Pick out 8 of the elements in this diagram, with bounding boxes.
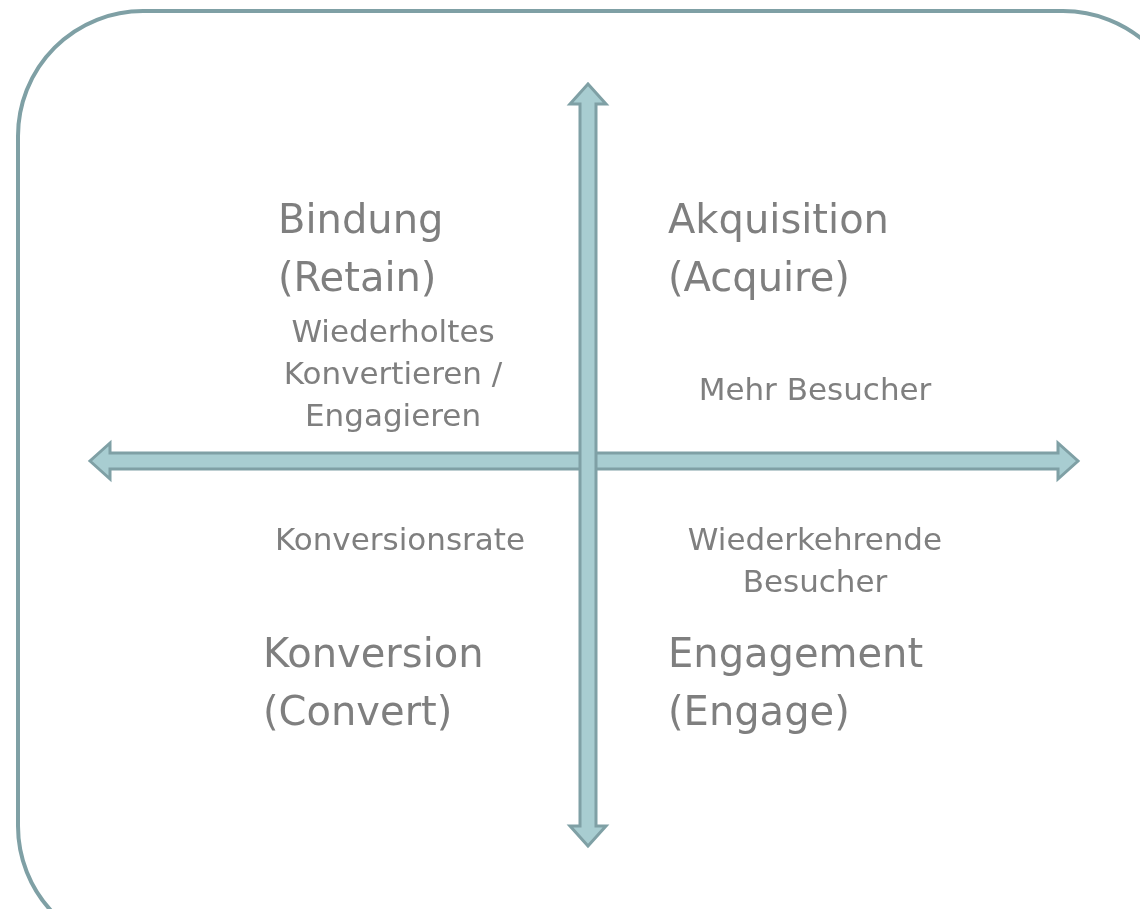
quadrant-title: Engagement (Engage) [668, 629, 925, 736]
quadrant-title: Akquisition (Acquire) [668, 195, 890, 302]
quadrant-title: Bindung (Retain) [278, 195, 445, 302]
quadrant-title: Konversion (Convert) [263, 629, 485, 736]
quadrant-description: Mehr Besucher [697, 370, 933, 409]
quadrant-description: Wiederkehrende Besucher [686, 520, 944, 601]
quadrant-description: Wiederholtes Konvertieren / Engagieren [282, 312, 504, 435]
quadrant-description: Konversionsrate [273, 520, 527, 559]
